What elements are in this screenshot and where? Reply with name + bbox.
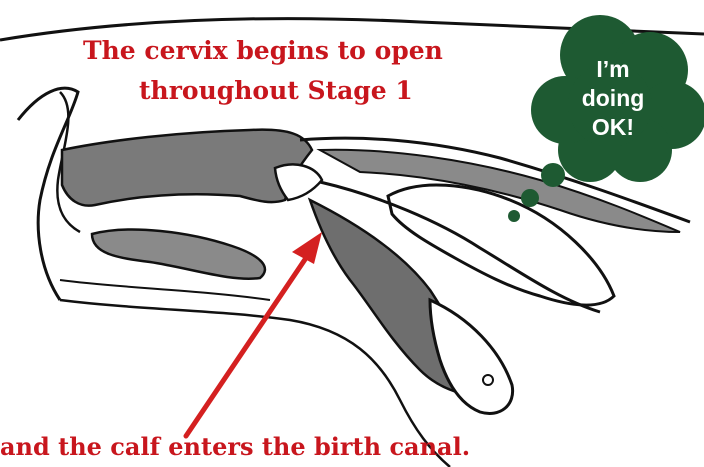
bubble-dot-medium [521, 189, 539, 207]
arrow-head [292, 232, 322, 264]
thought-bubble-line-1: I’m [563, 55, 663, 84]
thought-bubble-line-2: doing [563, 84, 663, 113]
caption-top-line-1: The cervix begins to open [83, 36, 443, 65]
caption-top-line-2: throughout Stage 1 [139, 76, 413, 105]
bubble-dot-large [541, 163, 565, 187]
thought-bubble-line-3: OK! [563, 113, 663, 142]
lower-abdomen-inner [60, 280, 270, 300]
calf-body [430, 300, 513, 413]
caption-bottom: and the calf enters the birth canal. [0, 432, 470, 461]
bubble-dot-small [508, 210, 520, 222]
gut-loop [92, 230, 265, 279]
